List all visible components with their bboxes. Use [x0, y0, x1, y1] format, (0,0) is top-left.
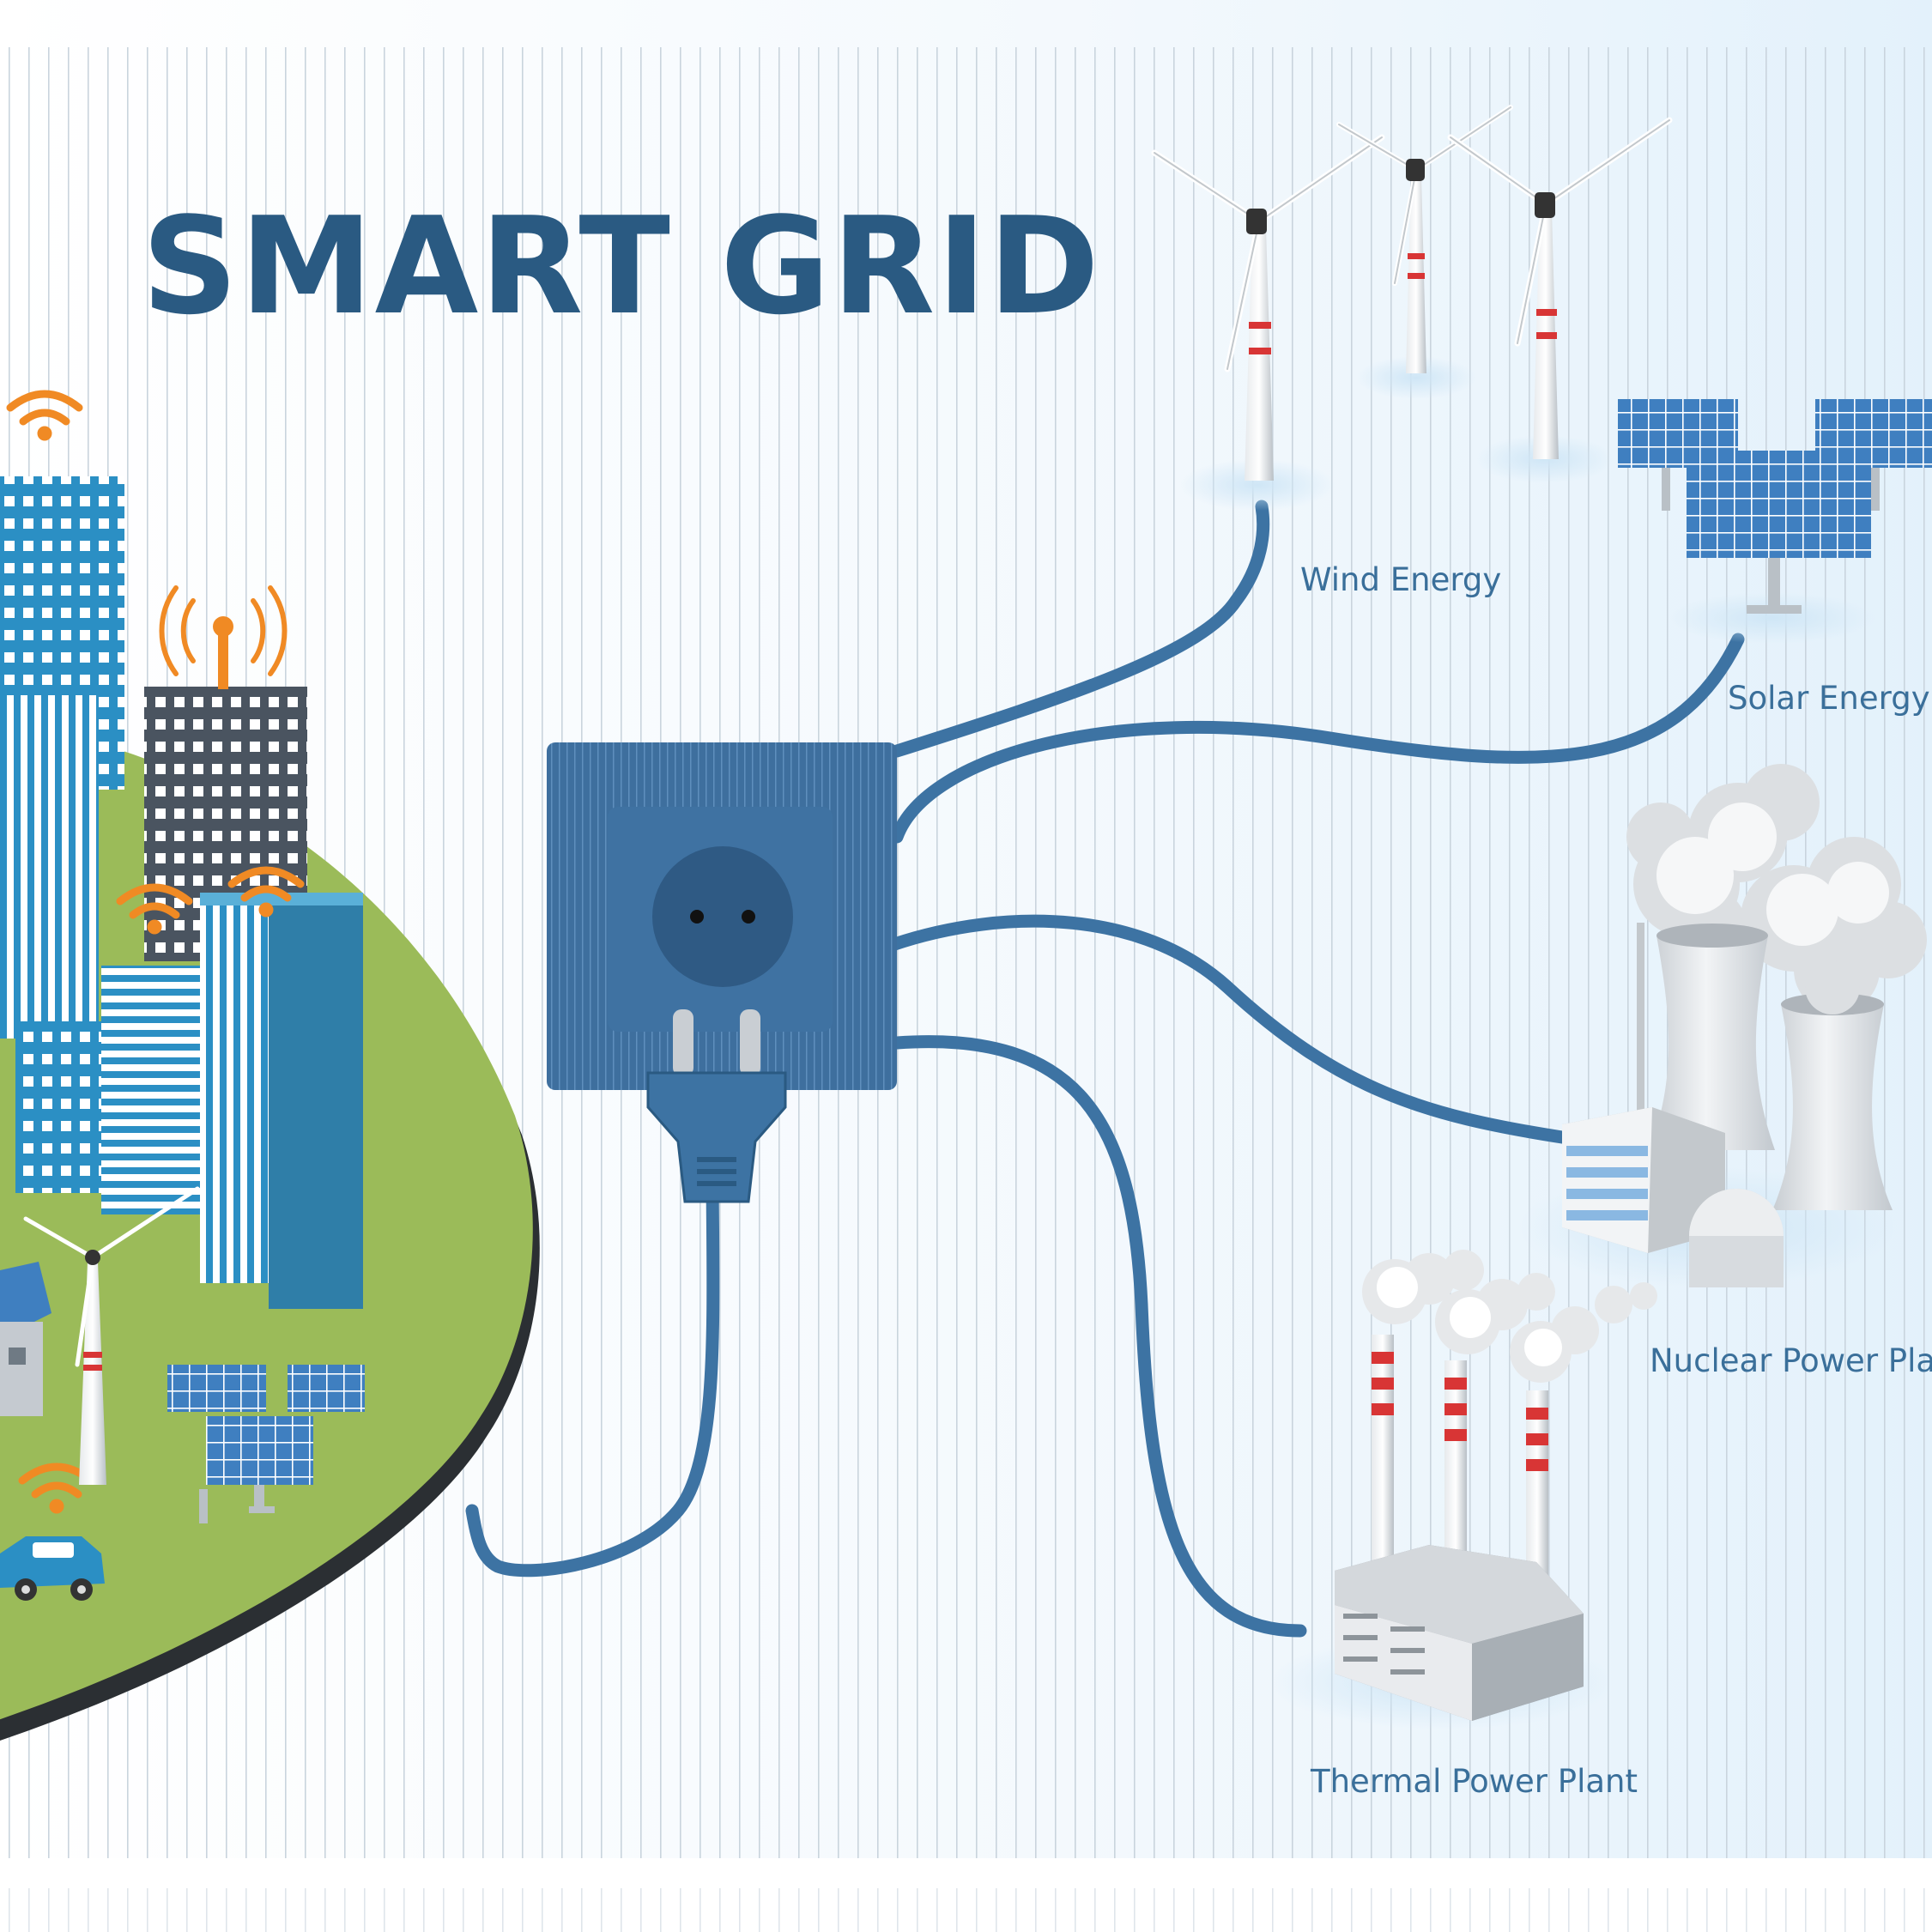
nuclear-power-plant-label: Nuclear Power Plant	[1650, 1342, 1932, 1379]
antenna-icon	[159, 585, 288, 689]
cables	[465, 500, 1745, 1638]
wind-turbine-icon	[1151, 105, 1673, 511]
nuclear-plant-icon	[1519, 764, 1927, 1287]
thermal-plant-icon	[1270, 1250, 1657, 1729]
page-title: SMART GRID	[142, 188, 1101, 344]
electric-car-icon	[0, 1536, 105, 1601]
building-horizontal-stripes	[101, 966, 200, 1214]
building-striped-left	[0, 695, 99, 1039]
solar-energy-label: Solar Energy	[1728, 680, 1930, 717]
building-front-side	[269, 905, 363, 1309]
cable-city	[465, 1152, 720, 1578]
city-wind-turbine	[23, 1186, 200, 1485]
building-mid	[15, 1021, 101, 1193]
solar-panel-icon	[1618, 399, 1932, 644]
city-buildings	[0, 476, 363, 1309]
wifi-signal-icon	[6, 390, 305, 1514]
house-icon	[0, 1262, 51, 1416]
building-front-striped	[200, 905, 269, 1283]
power-socket-icon	[547, 742, 897, 1090]
power-plug-icon	[646, 1009, 787, 1203]
cable-nuclear	[864, 914, 1569, 1144]
wind-energy-label: Wind Energy	[1300, 561, 1502, 598]
bottom-band-ticks	[0, 1888, 1932, 1932]
thermal-power-plant-label: Thermal Power Plant	[1311, 1763, 1638, 1800]
cable-solar	[890, 633, 1745, 844]
building-front-top	[200, 893, 363, 905]
cable-thermal	[890, 1035, 1307, 1638]
city-solar-panels	[167, 1365, 365, 1523]
cable-wind	[890, 500, 1270, 758]
